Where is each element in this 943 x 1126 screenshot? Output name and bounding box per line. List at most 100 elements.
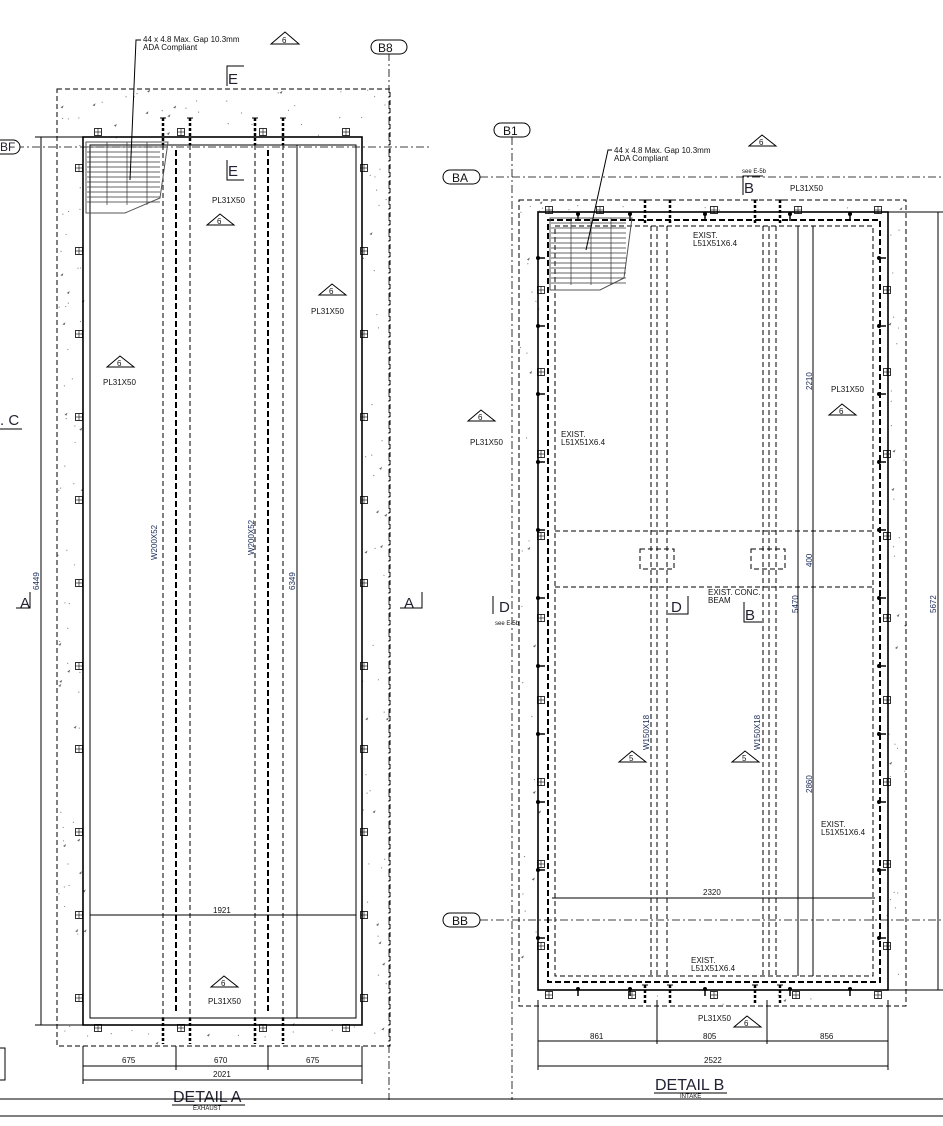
aggregate-dot bbox=[889, 898, 892, 901]
anchor-square bbox=[94, 128, 102, 136]
aggregate-mark bbox=[384, 513, 388, 517]
see-reference[interactable]: see E-5b bbox=[742, 169, 767, 175]
see-reference[interactable]: see E-5b bbox=[495, 621, 520, 627]
anchor-bolt bbox=[187, 1017, 193, 1044]
plate-label: PL31X50 bbox=[831, 385, 864, 394]
anchor-bolt bbox=[252, 117, 258, 145]
aggregate-dot bbox=[568, 209, 570, 211]
aggregate-mark bbox=[889, 761, 893, 765]
aggregate-dot bbox=[65, 305, 67, 308]
aggregate-mark bbox=[67, 669, 71, 673]
shear-stud bbox=[877, 324, 886, 328]
aggregate-mark bbox=[64, 412, 68, 416]
aggregate-dot bbox=[371, 454, 373, 456]
dim-total: 2021 bbox=[213, 1070, 231, 1079]
aggregate-dot bbox=[76, 929, 79, 931]
aggregate-dot bbox=[531, 716, 533, 718]
weld-symbol: 6 bbox=[317, 283, 348, 296]
aggregate-mark bbox=[365, 717, 369, 721]
shear-stud bbox=[703, 987, 707, 996]
beam-label: W200X52 bbox=[150, 524, 159, 560]
aggregate-mark bbox=[92, 103, 96, 107]
anchor-bolt bbox=[642, 984, 648, 1005]
shear-stud bbox=[877, 528, 886, 532]
anchor-bolt bbox=[667, 984, 673, 1005]
shear-stud bbox=[877, 596, 886, 600]
aggregate-dot bbox=[60, 250, 62, 252]
shear-stud bbox=[877, 868, 886, 872]
grid-bubble-b8 bbox=[370, 39, 408, 55]
aggregate-dot bbox=[227, 122, 229, 125]
anchor-square bbox=[75, 828, 83, 836]
grid-label-bf: BF bbox=[0, 140, 15, 154]
aggregate-mark bbox=[892, 449, 896, 453]
detail-a-inner-frame bbox=[89, 144, 357, 1019]
dim-6349: 6349 bbox=[288, 572, 297, 590]
weld-symbol: 6 bbox=[105, 355, 136, 368]
aggregate-mark bbox=[532, 790, 536, 794]
anchor-square bbox=[75, 247, 83, 255]
aggregate-dot bbox=[71, 378, 73, 380]
dim-5470: 5470 bbox=[791, 595, 800, 613]
weld-symbols: 6 6 6 6 6 6 6 6 5 5 6 bbox=[105, 31, 858, 1028]
aggregate-dot bbox=[375, 189, 378, 191]
aggregate-mark bbox=[520, 955, 524, 959]
aggregate-mark bbox=[378, 941, 382, 945]
exist-angle-label: L51X51X6.4 bbox=[821, 828, 866, 837]
grid-label-ba: BA bbox=[452, 171, 468, 185]
detail-a-concrete-outline bbox=[56, 88, 391, 1047]
aggregate-dot bbox=[704, 207, 706, 209]
aggregate-mark bbox=[891, 487, 895, 491]
anchor-square bbox=[75, 496, 83, 504]
aggregate-dot bbox=[365, 774, 367, 776]
aggregate-dot bbox=[893, 498, 895, 500]
section-marker-a-right[interactable]: A bbox=[404, 595, 414, 612]
aggregate-dot bbox=[74, 425, 76, 427]
aggregate-dot bbox=[904, 319, 906, 321]
grating-a bbox=[85, 141, 169, 214]
aggregate-dot bbox=[67, 348, 69, 351]
weld-symbol: 6 bbox=[466, 409, 497, 422]
existing-angle-frame bbox=[547, 219, 881, 983]
anchor-square bbox=[75, 164, 83, 172]
anchor-square bbox=[883, 450, 891, 458]
anchor-square bbox=[177, 128, 185, 136]
aggregate-dot bbox=[522, 682, 524, 684]
svg-text:6: 6 bbox=[221, 979, 226, 988]
aggregate-mark bbox=[155, 1041, 159, 1045]
aggregate-mark bbox=[896, 613, 900, 617]
aggregate-dot bbox=[57, 554, 59, 556]
aggregate-dot bbox=[64, 465, 66, 467]
section-marker-a-left[interactable]: A bbox=[20, 595, 30, 612]
shear-stud bbox=[877, 800, 886, 804]
section-marker-b[interactable]: B bbox=[745, 607, 755, 624]
section-marker-d-left[interactable]: D bbox=[499, 599, 510, 616]
section-marker-b-top[interactable]: B bbox=[744, 180, 754, 197]
aggregate-dot bbox=[362, 257, 365, 259]
aggregate-mark bbox=[364, 550, 368, 554]
aggregate-dot bbox=[372, 644, 374, 646]
aggregate-dot bbox=[197, 111, 200, 113]
aggregate-dot bbox=[889, 775, 892, 778]
aggregate-dot bbox=[87, 1035, 89, 1037]
aggregate-mark bbox=[60, 105, 64, 109]
aggregate-dot bbox=[535, 300, 537, 302]
aggregate-dot bbox=[366, 901, 369, 903]
section-marker-e[interactable]: E bbox=[228, 163, 238, 180]
weld-symbol: 5 bbox=[730, 750, 761, 763]
aggregate-mark bbox=[63, 843, 67, 847]
ada-note: ADA Compliant bbox=[614, 154, 669, 163]
aggregate-dot bbox=[237, 1034, 240, 1036]
shear-stud bbox=[877, 392, 886, 396]
aggregate-dot bbox=[894, 743, 896, 745]
aggregate-dot bbox=[74, 441, 76, 444]
shear-stud bbox=[877, 936, 886, 940]
section-marker-d[interactable]: D bbox=[671, 599, 682, 616]
aggregate-dot bbox=[66, 549, 68, 551]
aggregate-dot bbox=[110, 1033, 112, 1035]
aggregate-mark bbox=[58, 683, 62, 687]
aggregate-dot bbox=[379, 168, 381, 170]
detail-b-subtitle: INTAKE bbox=[680, 1094, 701, 1100]
section-marker-e-top[interactable]: E bbox=[228, 71, 238, 88]
